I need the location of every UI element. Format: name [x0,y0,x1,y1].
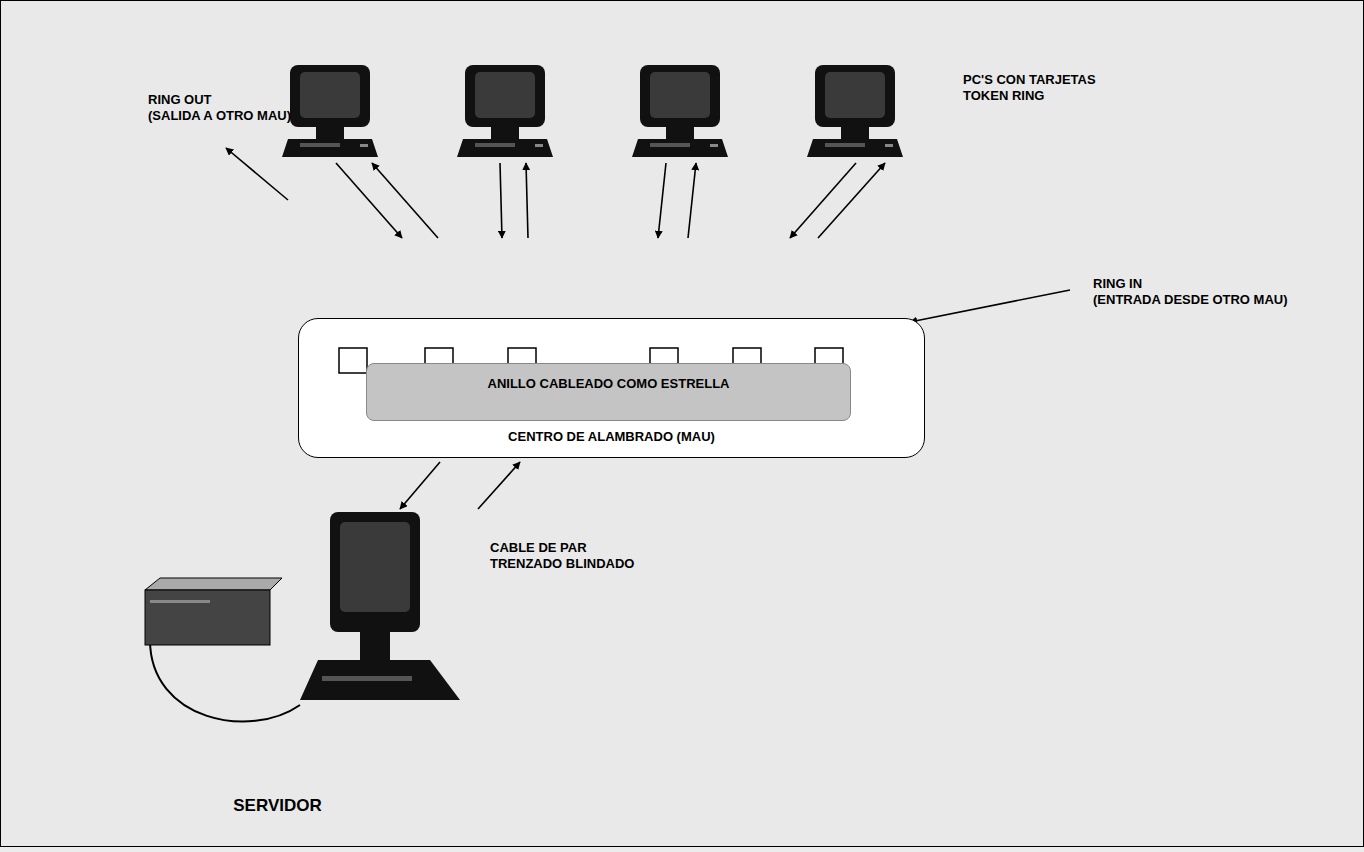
cable-arrow [400,462,440,509]
server-node: SERVIDOR [140,505,490,820]
mau-hub: CENTRO DE ALAMBRADO (MAU) ANILLO CABLEADO… [298,318,925,458]
server-icon [145,512,460,722]
cable-arrow [478,462,520,509]
ring-in-label: RING IN [1093,276,1293,292]
ring-band: ANILLO CABLEADO COMO ESTRELLA [366,363,851,421]
pc-caption: PC'S CON TARJETAS TOKEN RING [963,72,1113,105]
node-text: SERVIDOR [140,796,415,816]
ring-out-label: RING OUT [148,92,348,108]
ring-out-note: (SALIDA A OTRO MAU) [148,108,348,124]
pc-icons [282,65,903,157]
pc-wires [226,148,1070,322]
node-text: ANILLO CABLEADO COMO ESTRELLA [367,376,850,392]
cable-label: CABLE DE PAR TRENZADO BLINDADO [490,540,640,573]
ring-in-note: (ENTRADA DESDE OTRO MAU) [1093,292,1333,308]
node-text: CENTRO DE ALAMBRADO (MAU) [299,429,924,445]
